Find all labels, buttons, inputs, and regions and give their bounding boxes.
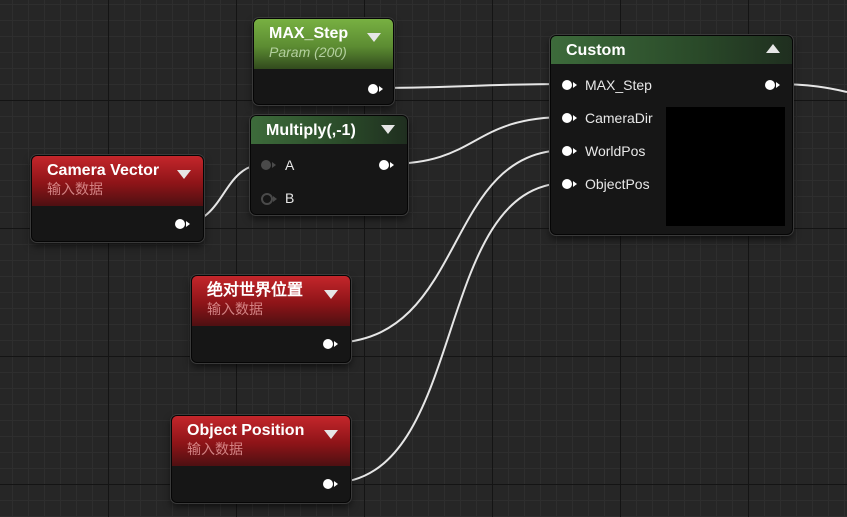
output-pin[interactable] — [323, 339, 338, 349]
node-subtitle: 输入数据 — [47, 181, 103, 197]
max-step-param-node[interactable]: MAX_Step Param (200) — [253, 18, 394, 105]
input-pin-object-pos[interactable] — [562, 179, 577, 189]
input-pin-b[interactable] — [261, 193, 277, 205]
collapse-arrow-icon[interactable] — [177, 170, 191, 179]
node-header[interactable]: Multiply(,-1) — [251, 116, 407, 144]
pin-label-camera-dir: CameraDir — [585, 110, 653, 126]
input-pin-max-step[interactable] — [562, 80, 577, 90]
input-pin-world-pos[interactable] — [562, 146, 577, 156]
node-header[interactable]: Camera Vector 输入数据 — [32, 156, 203, 206]
node-subtitle: 输入数据 — [207, 301, 263, 317]
multiply-node[interactable]: Multiply(,-1) A B — [250, 115, 408, 215]
input-pin-a[interactable] — [261, 160, 276, 170]
node-subtitle: 输入数据 — [187, 441, 243, 457]
wire-maxstep-to-custom[interactable] — [371, 83, 568, 89]
camera-vector-node[interactable]: Camera Vector 输入数据 — [31, 155, 204, 242]
pin-label-object-pos: ObjectPos — [585, 176, 650, 192]
node-title: MAX_Step — [269, 25, 349, 42]
collapse-arrow-icon[interactable] — [324, 290, 338, 299]
node-header[interactable]: MAX_Step Param (200) — [254, 19, 393, 69]
node-header[interactable]: Object Position 输入数据 — [172, 416, 350, 466]
absolute-world-position-node[interactable]: 绝对世界位置 输入数据 — [191, 275, 351, 363]
collapse-arrow-icon[interactable] — [367, 33, 381, 42]
pin-label-world-pos: WorldPos — [585, 143, 646, 159]
collapse-arrow-icon[interactable] — [324, 430, 338, 439]
node-title: Multiply(,-1) — [266, 122, 356, 139]
pin-label-max-step: MAX_Step — [585, 77, 652, 93]
node-title: Object Position — [187, 422, 305, 439]
output-pin[interactable] — [368, 84, 383, 94]
expand-arrow-icon[interactable] — [766, 44, 780, 53]
input-pin-camera-dir[interactable] — [562, 113, 577, 123]
output-pin[interactable] — [323, 479, 338, 489]
collapse-arrow-icon[interactable] — [381, 125, 395, 134]
wire-multiply-to-cameradir[interactable] — [386, 116, 568, 165]
node-header[interactable]: Custom — [551, 36, 792, 64]
preview-thumbnail — [666, 107, 785, 226]
output-pin[interactable] — [175, 219, 190, 229]
pin-label-b: B — [285, 190, 295, 206]
object-position-node[interactable]: Object Position 输入数据 — [171, 415, 351, 503]
node-title: Camera Vector — [47, 162, 160, 179]
wire-objectposition-to-objectpos[interactable] — [329, 182, 568, 484]
custom-node[interactable]: Custom MAX_Step CameraDir WorldPos Objec… — [550, 35, 793, 235]
pin-label-a: A — [285, 157, 295, 173]
output-pin[interactable] — [765, 80, 780, 90]
node-title: Custom — [566, 42, 626, 59]
output-pin[interactable] — [379, 160, 394, 170]
node-header[interactable]: 绝对世界位置 输入数据 — [192, 276, 350, 326]
node-title: 绝对世界位置 — [207, 282, 304, 299]
node-subtitle: Param (200) — [269, 44, 347, 60]
